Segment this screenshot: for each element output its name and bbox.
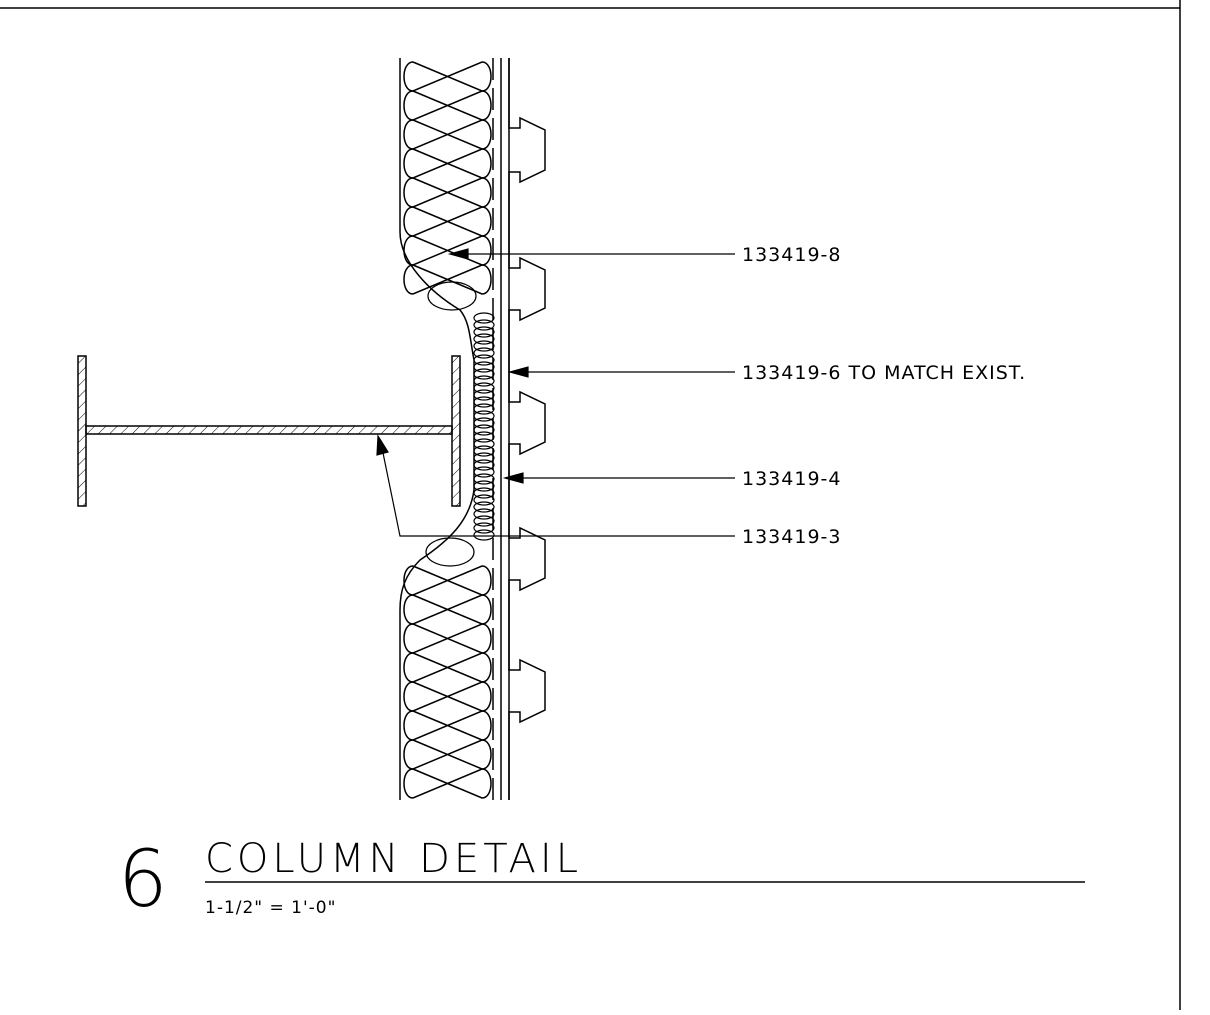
transition-loop xyxy=(427,281,477,311)
coil-loop xyxy=(473,417,495,429)
insulation-loop xyxy=(403,177,492,208)
detail-number: 6 xyxy=(118,835,168,925)
coil-loop xyxy=(473,459,495,471)
sheet-border xyxy=(0,0,1181,1010)
coil-loop xyxy=(473,389,495,401)
insulation-loop xyxy=(403,739,492,770)
coil-loop xyxy=(473,438,495,450)
coil-loop xyxy=(473,515,495,527)
coil-loop xyxy=(473,480,495,492)
insulation-loop xyxy=(403,90,492,121)
coil-loop xyxy=(473,354,495,366)
insulation-loop xyxy=(403,652,492,683)
metal-panel-ribs xyxy=(508,58,546,800)
callout-text-1: 133419-8 xyxy=(742,244,841,266)
compressed-insulation xyxy=(425,281,495,567)
coil-loop xyxy=(473,326,495,338)
coil-loop xyxy=(473,410,495,422)
coil-loop xyxy=(473,340,495,352)
insulation-lower xyxy=(403,565,492,799)
coil-loop xyxy=(473,473,495,485)
coil-loop xyxy=(473,396,495,408)
steel-column xyxy=(77,355,461,507)
coil-loop xyxy=(473,508,495,520)
coil-loop xyxy=(473,403,495,415)
callout-text-4: 133419-3 xyxy=(742,526,841,548)
leader-lines xyxy=(376,248,735,537)
insulation-loop xyxy=(403,61,492,92)
coil-loop xyxy=(473,312,495,324)
insulation-loop xyxy=(403,264,492,295)
insulation-loop xyxy=(403,623,492,654)
insulation-loop xyxy=(403,148,492,179)
coil-loop xyxy=(473,452,495,464)
insulation-loop xyxy=(403,235,492,266)
insulation-upper xyxy=(403,61,492,295)
coil-loop xyxy=(473,382,495,394)
coil-loop xyxy=(473,333,495,345)
coil-loop xyxy=(473,529,495,541)
callout-text-3: 133419-4 xyxy=(742,468,841,490)
coil-loop xyxy=(473,445,495,457)
coil-loop xyxy=(473,347,495,359)
transition-loop xyxy=(425,537,475,567)
coil-loop xyxy=(473,494,495,506)
coil-loop xyxy=(473,487,495,499)
coil-loop xyxy=(473,319,495,331)
detail-title: COLUMN DETAIL xyxy=(205,836,582,882)
coil-loop xyxy=(473,431,495,443)
coil-loop xyxy=(473,501,495,513)
detail-scale: 1-1/2" = 1'-0" xyxy=(205,898,336,918)
insulation-loop xyxy=(403,681,492,712)
coil-loop xyxy=(473,361,495,373)
coil-loop xyxy=(473,368,495,380)
coil-loop xyxy=(473,522,495,534)
insulation-loop xyxy=(403,565,492,596)
insulation-loop xyxy=(403,206,492,237)
insulation-loop xyxy=(403,768,492,799)
insulation-loop xyxy=(403,119,492,150)
insulation-loop xyxy=(403,594,492,625)
coil-loop xyxy=(473,424,495,436)
insulation-loop xyxy=(403,710,492,741)
callout-text-2: 133419-6 TO MATCH EXIST. xyxy=(742,362,1026,384)
coil-loop xyxy=(473,375,495,387)
coil-loop xyxy=(473,466,495,478)
